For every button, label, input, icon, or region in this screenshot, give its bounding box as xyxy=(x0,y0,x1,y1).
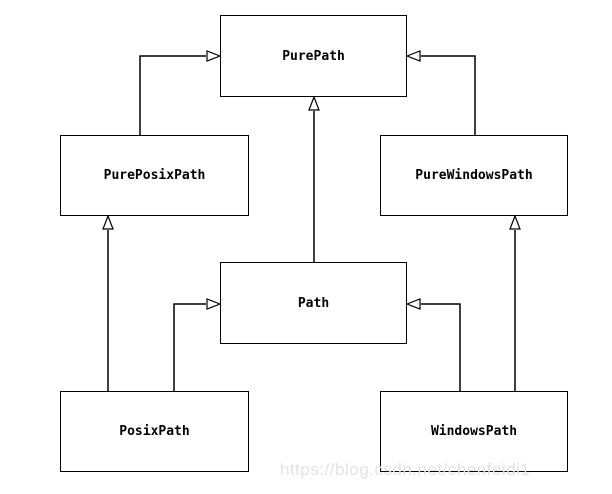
edge-purewindowspath-to-purepath xyxy=(405,50,476,135)
edge-posixpath-to-path xyxy=(173,298,222,391)
class-box-purepath: PurePath xyxy=(220,15,407,97)
class-label-purewindowspath: PureWindowsPath xyxy=(415,168,533,183)
class-box-posixpath: PosixPath xyxy=(60,391,249,472)
class-box-pureposixpath: PurePosixPath xyxy=(60,135,249,216)
class-label-posixpath: PosixPath xyxy=(119,424,190,439)
edge-windowspath-to-path xyxy=(405,298,461,391)
edge-windowspath-to-purewindowspath xyxy=(509,214,521,391)
class-label-pureposixpath: PurePosixPath xyxy=(103,168,206,183)
edge-path-to-purepath xyxy=(308,95,320,262)
class-label-windowspath: WindowsPath xyxy=(430,424,518,439)
class-box-path: Path xyxy=(220,262,407,344)
edge-posixpath-to-pureposixpath xyxy=(102,214,114,391)
class-label-path: Path xyxy=(297,295,330,311)
edge-pureposixpath-to-purepath xyxy=(139,50,222,135)
watermark-text: https://blog.csdn.net/chenfeidi1 xyxy=(280,460,531,479)
class-box-windowspath: WindowsPath xyxy=(380,391,568,472)
class-box-purewindowspath: PureWindowsPath xyxy=(380,135,568,216)
class-label-purepath: PurePath xyxy=(282,48,345,64)
